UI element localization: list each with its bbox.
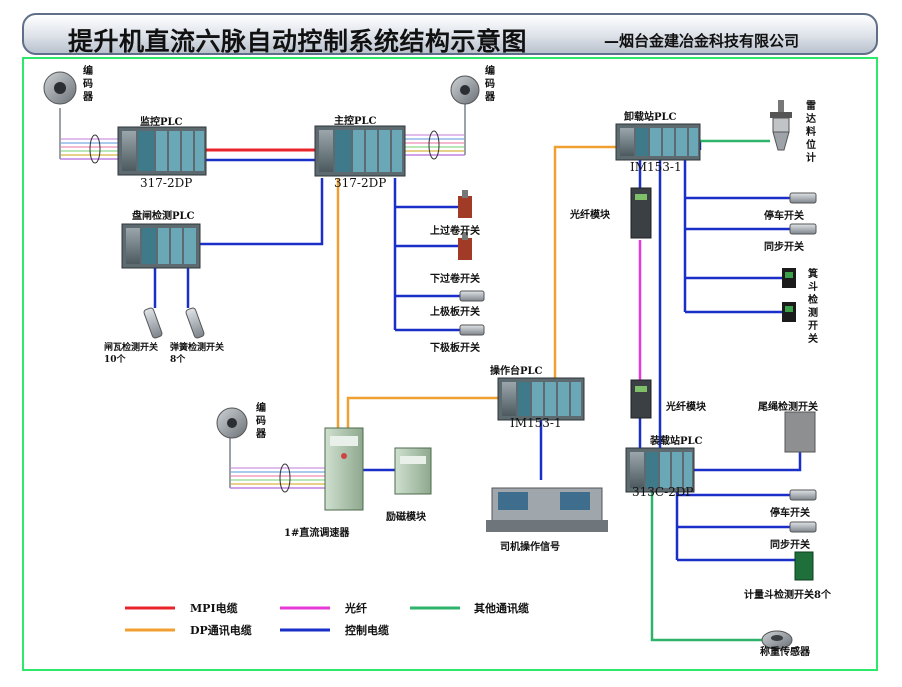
encoder-cable-bottom bbox=[229, 438, 330, 493]
encoder-label-right: 编码器 bbox=[485, 66, 495, 103]
radar-label: 雷达料位计 bbox=[806, 101, 816, 164]
dp-cables bbox=[336, 145, 618, 430]
diagram-frame bbox=[22, 57, 878, 671]
radar-level-icon bbox=[770, 100, 792, 151]
weigh-sensor-label: 称重传感器 bbox=[760, 647, 810, 658]
over-wind-bottom-label: 下过卷开关 bbox=[430, 274, 480, 285]
weigh-sensor-icon bbox=[761, 630, 793, 650]
encoder-cable-right bbox=[405, 100, 466, 160]
monitor-plc-label: 监控PLC bbox=[140, 117, 183, 128]
other-comm-cables bbox=[650, 139, 770, 642]
top-plate-label: 上极板开关 bbox=[430, 307, 480, 318]
unload-stop-switch-icon bbox=[789, 192, 817, 204]
metering-switch-icon bbox=[794, 551, 814, 581]
fiber-module-top-icon bbox=[630, 187, 652, 239]
legend-mpi: MPI电缆 bbox=[190, 602, 238, 615]
excitation-module-icon bbox=[394, 447, 432, 495]
metering-switch-label: 计量斗检测开关8个 bbox=[744, 590, 831, 601]
encoder-icon-left bbox=[43, 71, 77, 105]
console-im153-label: IM153-1 bbox=[510, 416, 562, 430]
load-plc-rack bbox=[625, 447, 695, 493]
gate-switch-label: 闸瓦检测开关10个 bbox=[104, 343, 159, 365]
main-plc-label: 主控PLC bbox=[334, 116, 377, 127]
over-wind-top-switch-icon bbox=[458, 190, 472, 218]
encoder-label-bottom: 编码器 bbox=[256, 403, 266, 440]
company-name: —烟台金建冶金科技有限公司 bbox=[604, 32, 800, 50]
console-plc-label: 操作台PLC bbox=[490, 366, 543, 377]
skip-detect-switch-icon-2 bbox=[782, 302, 796, 322]
encoder-icon-right bbox=[450, 75, 480, 105]
skip-switch-label: 箕斗检测开关 bbox=[808, 269, 818, 345]
diagram-title: 提升机直流六脉自动控制系统结构示意图 bbox=[68, 27, 528, 56]
unload-sync-switch-icon bbox=[789, 223, 817, 235]
load-sync-switch-icon bbox=[789, 521, 817, 533]
legend-fiber: 光纤 bbox=[345, 602, 367, 615]
encoder-label-left: 编码器 bbox=[83, 66, 93, 103]
legend-dp: DP通讯电缆 bbox=[190, 624, 252, 637]
title-bar bbox=[22, 13, 878, 55]
driver-console-icon bbox=[486, 487, 608, 532]
brake-plc-rack bbox=[121, 223, 201, 269]
tail-rope-label: 尾绳检测开关 bbox=[758, 402, 818, 413]
brake-plc-label: 盘闸检测PLC bbox=[132, 211, 195, 222]
dc-governor-label: 1#直流调速器 bbox=[284, 528, 350, 539]
load-cpu-label: 313C-2DP bbox=[632, 485, 694, 499]
load-stop-label: 停车开关 bbox=[770, 508, 810, 519]
over-wind-top-label: 上过卷开关 bbox=[430, 226, 480, 237]
legend-other: 其他通讯缆 bbox=[474, 602, 529, 615]
console-plc-rack bbox=[497, 377, 585, 421]
skip-detect-switch-icon-1 bbox=[782, 268, 796, 288]
over-wind-bottom-switch-icon bbox=[458, 232, 472, 260]
control-cables bbox=[153, 140, 802, 562]
legend-control: 控制电缆 bbox=[345, 624, 389, 637]
encoder-icon-bottom bbox=[216, 407, 248, 439]
main-plc-rack bbox=[314, 125, 406, 177]
unload-plc-rack bbox=[615, 123, 701, 161]
bottom-plate-switch-icon bbox=[459, 324, 485, 336]
monitor-plc-rack bbox=[117, 126, 207, 176]
fiber-module-top-label: 光纤模块 bbox=[570, 210, 610, 221]
fiber-blue bbox=[638, 160, 662, 448]
load-stop-switch-icon bbox=[789, 489, 817, 501]
fiber-module-bottom-icon bbox=[630, 379, 652, 419]
unload-im153-label: IM153-1 bbox=[630, 160, 682, 174]
bottom-plate-label: 下极板开关 bbox=[430, 343, 480, 354]
main-cpu-label: 317-2DP bbox=[334, 176, 387, 190]
monitor-cpu-label: 317-2DP bbox=[140, 176, 193, 190]
spring-switch-label: 弹簧检测开关8个 bbox=[170, 343, 225, 365]
fiber-module-bottom-label: 光纤模块 bbox=[666, 402, 706, 413]
load-sync-label: 同步开关 bbox=[770, 540, 810, 551]
unload-plc-label: 卸载站PLC bbox=[624, 112, 677, 123]
gate-switch-icon bbox=[143, 307, 163, 339]
unload-sync-label: 同步开关 bbox=[764, 242, 804, 253]
tail-rope-switch-icon bbox=[784, 411, 816, 453]
unload-stop-label: 停车开关 bbox=[764, 211, 804, 222]
dc-governor-cabinet-icon bbox=[324, 427, 364, 511]
driver-signal-label: 司机操作信号 bbox=[500, 542, 560, 553]
legend-lines bbox=[125, 606, 460, 632]
excitation-label: 励磁模块 bbox=[386, 512, 426, 523]
top-plate-switch-icon bbox=[459, 290, 485, 302]
load-plc-label: 装载站PLC bbox=[650, 436, 703, 447]
spring-switch-icon bbox=[185, 307, 205, 339]
encoder-cable-left bbox=[59, 108, 120, 164]
